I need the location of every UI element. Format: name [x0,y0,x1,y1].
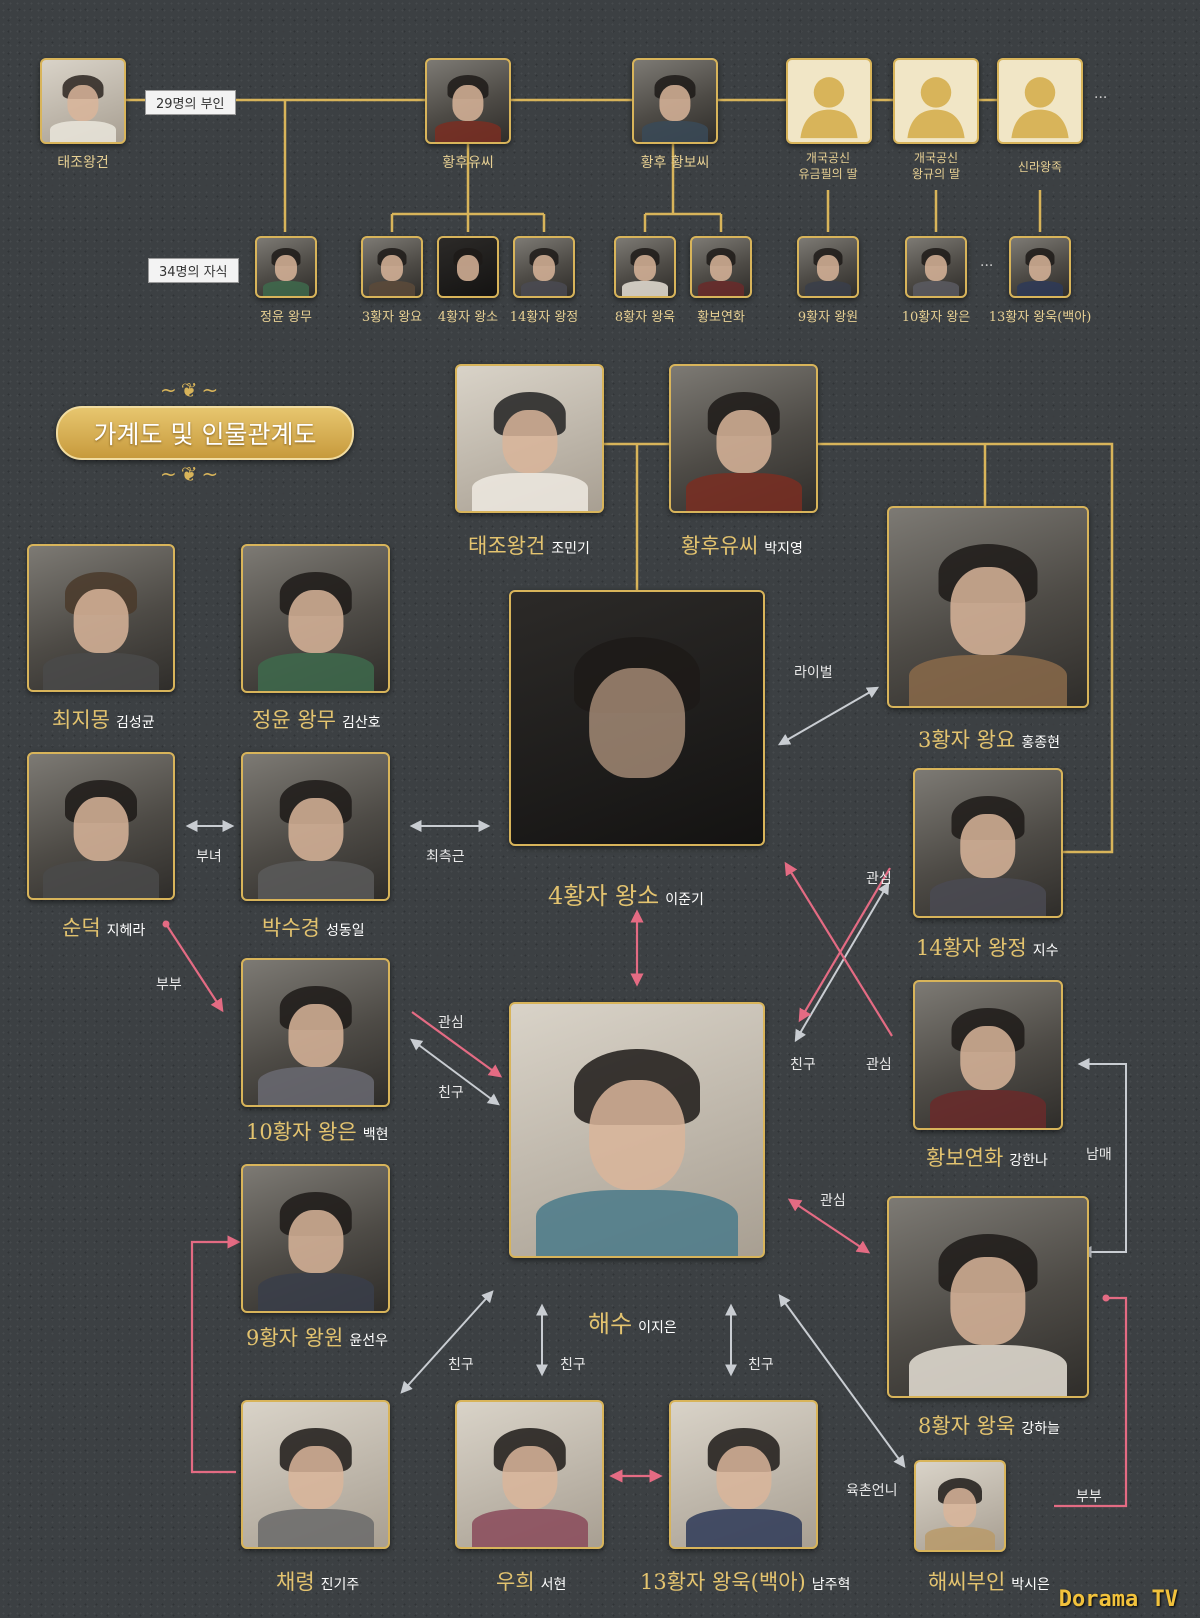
label-child-5: 8황자 왕욱 [614,310,676,325]
portrait-choi-jimong [27,544,175,692]
rel-siblings: 남매 [1086,1147,1112,1163]
portrait-child-baek-a [1009,236,1071,298]
arrow-rival [777,686,880,746]
silhouette-icon [893,58,979,144]
label-child-8: 10황자 왕은 [901,310,971,325]
portrait-taejo [455,364,604,513]
label-taejo-small: 태조왕건 [57,155,109,171]
rel-spouse-left: 부부 [156,977,182,993]
label-child-1: 정윤 왕무 [260,310,312,325]
label-child-2: 3황자 왕요 [361,310,423,325]
label-child-6: 황보연화 [697,310,745,325]
arrow-interest-hwangbo [784,861,893,1037]
name-baek-a: 13황자 왕욱(백아)남주혁 [640,1570,851,1594]
rel-close-aide: 최측근 [426,849,465,865]
portrait-soondeok [27,752,175,900]
portrait-child-wang-mu [255,236,317,298]
tag-wives: 29명의 부인 [145,90,236,115]
portrait-hae-soo [509,1002,765,1258]
more-wives: ··· [1094,90,1108,106]
label-wife-1: 황후유씨 [442,155,494,171]
portrait-queen-yu [669,364,818,513]
portrait-child-wang-wook [614,236,676,298]
arrow-spouse-left [165,923,224,1013]
portrait-taejo-small [40,58,126,144]
page-title: 가계도 및 인물관계도 [56,406,354,460]
rel-rival: 라이벌 [794,665,833,681]
arrow-friend-1 [400,1290,494,1394]
label-child-3: 4황자 왕소 [437,310,499,325]
ornament-top: ~❦~ [160,378,223,402]
label-wife-4: 개국공신 왕규의 딸 [912,151,960,181]
portrait-woohee [455,1400,604,1549]
portrait-wang-eun [241,958,390,1107]
portrait-hwangbo [913,980,1063,1130]
label-child-9: 13황자 왕욱(백아) [988,310,1092,325]
rel-friend-eun: 친구 [438,1085,464,1101]
portrait-lady-hae [914,1460,1006,1552]
portrait-child-wang-yo [361,236,423,298]
portrait-wang-mu [241,544,390,693]
label-child-4: 14황자 왕정 [509,310,579,325]
ornament-bottom: ~❦~ [160,462,223,486]
rel-father-daughter: 부녀 [196,849,222,865]
rel-friend-2: 친구 [560,1357,586,1373]
portrait-child-wang-jung [513,236,575,298]
portrait-wang-wook [887,1196,1089,1398]
rel-cousin-sister: 육촌언니 [846,1483,898,1499]
label-wife-3: 개국공신 유금필의 딸 [798,151,858,181]
rel-friend-1: 친구 [448,1357,474,1373]
portrait-child-wang-won [797,236,859,298]
label-child-7: 9황자 왕원 [797,310,859,325]
watermark-logo: Dorama TV [1058,1587,1178,1612]
portrait-queen-yu-small [425,58,511,144]
silhouette-icon [786,58,872,144]
more-children: ··· [980,258,994,274]
portrait-wang-won [241,1164,390,1313]
portrait-park-sookyung [241,752,390,901]
portrait-wang-so [509,590,765,846]
portrait-wang-jung [913,768,1063,918]
rel-interest-so: 관심 [866,871,892,887]
silhouette-icon [997,58,1083,144]
rel-friend-jung: 친구 [790,1057,816,1073]
bracket-wonwon [190,1235,241,1474]
portrait-child-wang-eun [905,236,967,298]
rel-interest-jung: 관심 [866,1057,892,1073]
portrait-child-hwangbo [690,236,752,298]
rel-interest-wook: 관심 [820,1193,846,1209]
rel-friend-3: 친구 [748,1357,774,1373]
arrow-friend-jung [794,881,890,1043]
rel-interest-eun: 관심 [438,1015,464,1031]
label-wife-2: 황후 황보씨 [640,155,710,171]
portrait-chaeryung [241,1400,390,1549]
portrait-queen-hwangbo-small [632,58,718,144]
portrait-child-wang-so [437,236,499,298]
portrait-wang-yo [887,506,1089,708]
tag-children: 34명의 자식 [148,258,239,283]
rel-spouse-right: 부부 [1076,1489,1102,1505]
arrow-interest-jung [798,867,891,1023]
label-wife-5: 신라왕족 [1017,160,1063,174]
portrait-baek-a [669,1400,818,1549]
